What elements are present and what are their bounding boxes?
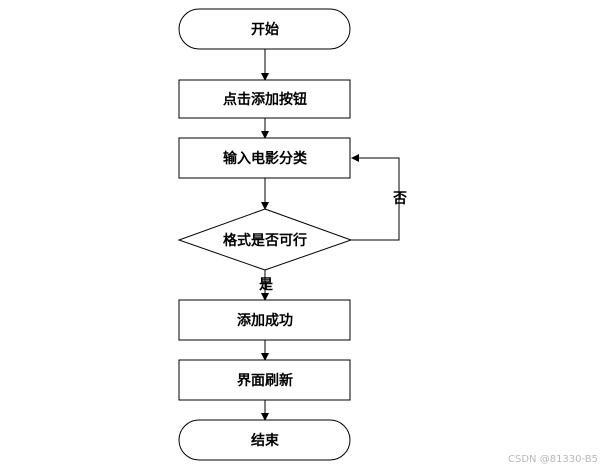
node-refresh-label: 界面刷新 bbox=[237, 372, 293, 389]
node-add-success-label: 添加成功 bbox=[237, 312, 293, 329]
process-shape bbox=[178, 79, 351, 119]
terminal-shape bbox=[178, 419, 351, 461]
edge-format-check-to-input-category bbox=[351, 154, 400, 241]
terminal-shape bbox=[178, 8, 351, 50]
node-end: 结束 bbox=[178, 419, 351, 461]
node-start: 开始 bbox=[178, 8, 351, 50]
node-add-success: 添加成功 bbox=[178, 299, 351, 341]
node-start-label: 开始 bbox=[251, 21, 279, 38]
process-shape bbox=[178, 359, 351, 401]
node-click-add: 点击添加按钮 bbox=[178, 79, 351, 119]
process-shape bbox=[178, 299, 351, 341]
edge-label-no: 否 bbox=[392, 191, 407, 207]
node-format-check: 格式是否可行 bbox=[177, 208, 353, 271]
edge-label-yes: 是 bbox=[259, 277, 274, 293]
node-input-category: 输入电影分类 bbox=[178, 137, 351, 179]
node-input-category-label: 输入电影分类 bbox=[223, 150, 308, 167]
node-format-check-label: 格式是否可行 bbox=[223, 232, 307, 249]
edges-layer bbox=[261, 49, 400, 421]
node-refresh: 界面刷新 bbox=[178, 359, 351, 401]
watermark-text: CSDN @81330-B5 bbox=[508, 454, 598, 465]
decision-shape bbox=[177, 208, 353, 271]
node-click-add-label: 点击添加按钮 bbox=[223, 91, 307, 108]
process-shape bbox=[178, 137, 351, 179]
node-end-label: 结束 bbox=[251, 432, 280, 449]
